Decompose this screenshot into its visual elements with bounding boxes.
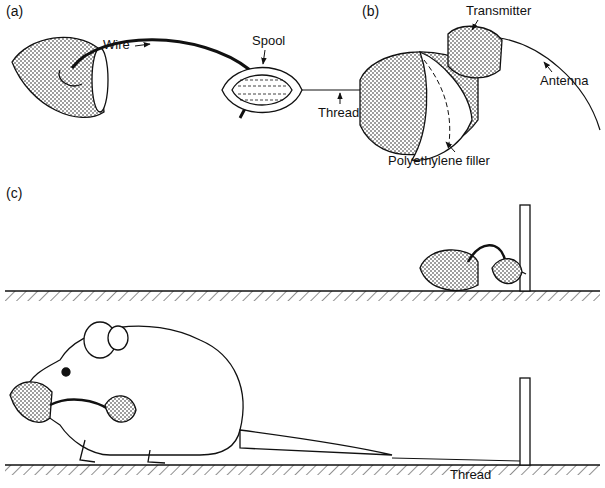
leader — [340, 93, 341, 104]
mouse-feet — [80, 440, 165, 463]
panel-letter: (c) — [6, 186, 22, 201]
mouse-ear — [108, 326, 128, 350]
ground — [5, 290, 600, 291]
ground-hatch — [5, 291, 600, 301]
spool — [222, 68, 302, 113]
shell-opening — [92, 48, 108, 112]
panel-letter: (a) — [6, 4, 23, 19]
leader — [544, 62, 552, 72]
shell — [420, 250, 478, 290]
leader — [446, 142, 455, 152]
shell — [10, 382, 52, 422]
wire — [72, 40, 250, 70]
wire — [50, 400, 110, 410]
shell — [12, 37, 104, 117]
ground-hatch — [5, 465, 600, 475]
thread — [392, 458, 520, 461]
part-label: Antenna — [540, 74, 588, 88]
wire-loop — [59, 70, 82, 86]
part-label: Wire — [103, 38, 130, 52]
wire — [468, 245, 505, 262]
mouse-body — [25, 326, 243, 455]
transmitter — [448, 26, 502, 78]
filler-dashed — [424, 60, 450, 150]
thread — [302, 90, 362, 91]
panel-letter: (b) — [362, 4, 379, 19]
ground — [5, 464, 600, 465]
thread-windings — [238, 80, 286, 100]
stake — [520, 378, 530, 465]
mouse-tail — [240, 430, 392, 455]
spool — [492, 259, 522, 284]
stake — [520, 205, 530, 291]
part-label: Polyethylene filler — [388, 154, 490, 168]
antenna — [500, 38, 600, 130]
panel-a — [12, 37, 362, 118]
leader — [472, 20, 478, 30]
thread — [522, 272, 526, 274]
spool-inner — [232, 75, 292, 105]
part-label: Thread — [450, 468, 491, 482]
leader — [135, 44, 150, 46]
panel-c — [5, 205, 600, 475]
spool — [105, 396, 136, 422]
part-label: Thread — [318, 106, 359, 120]
part-label: Transmitter — [466, 4, 531, 18]
panel-b — [360, 20, 600, 160]
leader — [263, 50, 265, 64]
part-label: Spool — [252, 34, 285, 48]
mouse-eye — [62, 368, 70, 376]
